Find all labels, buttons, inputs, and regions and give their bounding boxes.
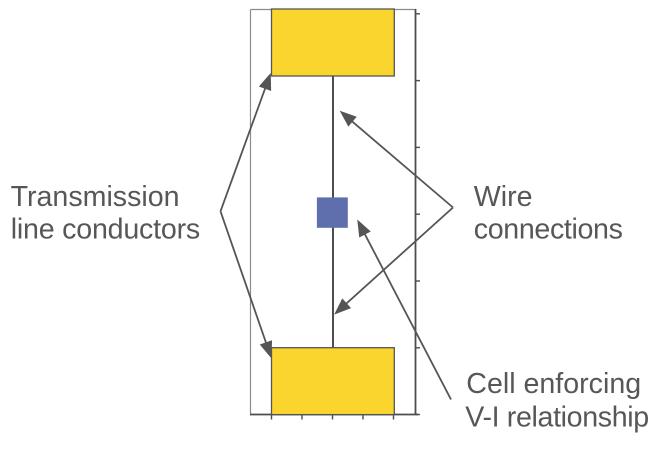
- svg-text:Wire: Wire: [474, 181, 533, 213]
- svg-text:Cell enforcing: Cell enforcing: [466, 368, 641, 400]
- svg-text:line conductors: line conductors: [11, 214, 200, 246]
- svg-text:V-I relationship: V-I relationship: [465, 402, 649, 434]
- svg-text:connections: connections: [474, 213, 623, 245]
- svg-text:Transmission: Transmission: [11, 181, 180, 213]
